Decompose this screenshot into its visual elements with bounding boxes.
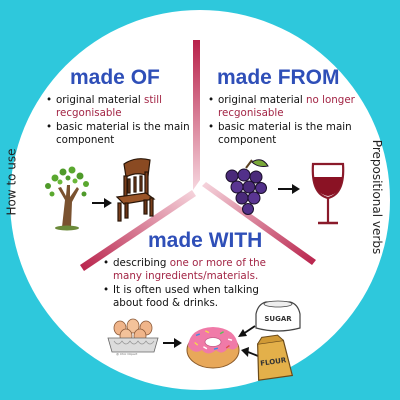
- side-label-how-to-use: How to use: [4, 148, 19, 216]
- bullet-highlight: still recgonisable: [56, 94, 162, 119]
- arrow-icon: [241, 347, 259, 357]
- bullet-highlight: one or more of the many ingredients/mate…: [113, 257, 267, 282]
- heading-made-of: made OF: [70, 66, 160, 89]
- chair-icon: [115, 158, 156, 222]
- bullet-text: describing: [113, 257, 170, 269]
- donut-icon: [186, 327, 240, 369]
- wine-glass-icon: [311, 162, 345, 225]
- made-from-bullets: original material no longer recgonisable…: [208, 94, 368, 148]
- arrow-icon: [238, 325, 256, 337]
- made-of-bullets: original material still recgonisable bas…: [46, 94, 196, 148]
- bullet-highlight: no longer recgonisable: [218, 94, 355, 119]
- divider-top: [193, 40, 200, 190]
- flour-label: FLOUR: [260, 356, 287, 368]
- arrow-icon: [163, 338, 182, 348]
- svg-text:@ Chic Clipart: @ Chic Clipart: [116, 352, 138, 356]
- sugar-label: SUGAR: [264, 315, 292, 323]
- divider-right: [202, 182, 316, 265]
- list-item: basic material is the main component: [208, 121, 368, 147]
- arrow-icon: [278, 184, 300, 194]
- bullet-text: original material: [56, 94, 145, 106]
- list-item: basic material is the main component: [46, 121, 196, 147]
- arrow-icon: [92, 198, 112, 208]
- list-item: original material still recgonisable: [46, 94, 196, 120]
- heading-made-with: made WITH: [148, 229, 263, 252]
- made-with-bullets: describing one or more of the many ingre…: [103, 257, 288, 311]
- side-label-prepositional-verbs: Prepositional verbs: [370, 139, 385, 255]
- list-item: describing one or more of the many ingre…: [103, 257, 288, 283]
- divider-left: [80, 190, 196, 271]
- eggs-icon: @ Chic Clipart: [107, 318, 159, 356]
- list-item: It is often used when talking about food…: [103, 284, 288, 310]
- grapes-icon: [225, 159, 269, 215]
- bullet-text: original material: [218, 94, 307, 106]
- tree-icon: [45, 166, 89, 231]
- heading-made-from: made FROM: [217, 66, 340, 89]
- flour-bag-icon: FLOUR: [257, 334, 294, 381]
- list-item: original material no longer recgonisable: [208, 94, 368, 120]
